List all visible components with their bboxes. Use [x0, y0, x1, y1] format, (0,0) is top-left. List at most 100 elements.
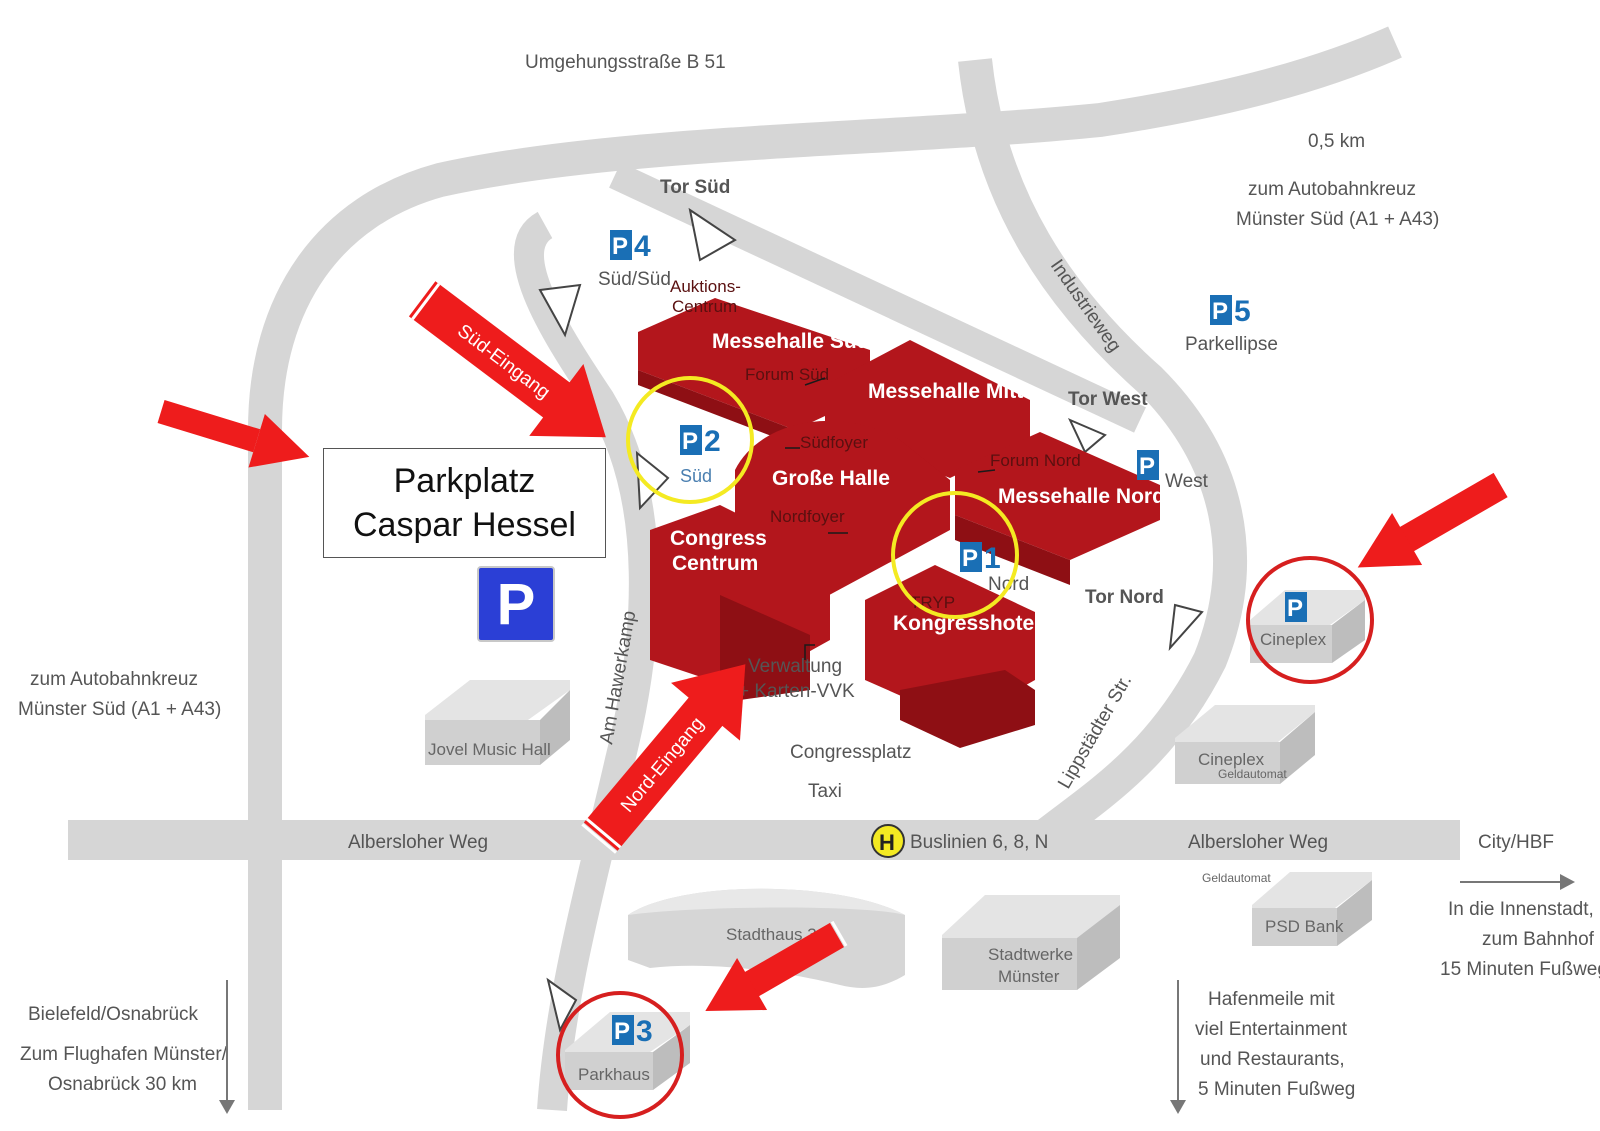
label-auktions-2: Centrum — [672, 297, 737, 316]
arrow-city-hbf-head — [1560, 874, 1575, 890]
label-autobahn-right-2: Münster Süd (A1 + A43) — [1236, 209, 1439, 230]
label-taxi: Taxi — [808, 781, 842, 802]
foyer-pointers — [785, 377, 996, 660]
arrow-sued-tail-1 — [405, 278, 435, 316]
arrow-west-shaft — [157, 400, 261, 453]
cineplex-p-letter-box — [1285, 592, 1307, 622]
arrow-p3-head — [705, 958, 768, 1011]
p1-number: 1 — [984, 542, 1001, 575]
arrow-p3-tail — [830, 920, 848, 947]
label-hafen-4: 5 Minuten Fußweg — [1198, 1079, 1355, 1100]
parking-p2: P 2 Süd — [680, 425, 721, 486]
label-autobahn-left-2: Münster Süd (A1 + A43) — [18, 699, 221, 720]
red-circle-cineplex — [1246, 556, 1374, 684]
bus-stop: H Buslinien 6, 8, N — [871, 824, 1048, 858]
label-auktions-1: Auktions- — [670, 277, 741, 296]
parking-west: P West — [1137, 450, 1209, 492]
arrow-east-shaft — [1398, 472, 1508, 553]
p3-number: 3 — [636, 1015, 653, 1048]
gate-label-nord: Tor Nord — [1085, 587, 1164, 608]
gate-triangle-nord — [1168, 603, 1204, 652]
hall-nord-side — [955, 515, 1070, 585]
label-stadtwerke-1: Stadtwerke — [988, 945, 1073, 964]
arrow-p3 — [705, 920, 848, 1011]
label-congress-2: Centrum — [672, 552, 758, 575]
parkplatz-line2: Caspar Hessel — [353, 506, 576, 544]
hall-nord — [955, 432, 1160, 560]
hall-auktions-sued-side — [638, 370, 795, 445]
label-hafen-1: Hafenmeile mit — [1208, 989, 1335, 1010]
parking-sign-icon: P — [477, 566, 555, 642]
bus-stop-icon — [871, 824, 905, 858]
label-km: 0,5 km — [1308, 131, 1365, 152]
label-congress-1: Congress — [670, 527, 767, 550]
bld-cineplex-p-top — [1250, 590, 1365, 625]
bld-stadtwerke-top — [942, 895, 1120, 938]
pointer-forum-nord — [977, 469, 996, 473]
bld-cineplex-top — [1175, 705, 1315, 742]
label-suedfoyer: Südfoyer — [800, 433, 868, 452]
arrow-west — [151, 396, 310, 468]
gate-triangle-sued — [688, 207, 737, 262]
p3-letter: P — [614, 1018, 630, 1045]
p5-letter: P — [1212, 298, 1228, 325]
road-tor-sued — [609, 162, 1146, 433]
label-innenstadt-3: 15 Minuten Fußweg — [1440, 959, 1600, 980]
bld-stadtwerke-side — [1077, 905, 1120, 990]
label-nordfoyer: Nordfoyer — [770, 507, 845, 526]
arrow-west-head — [248, 413, 310, 468]
label-hafen-3: und Restaurants, — [1200, 1049, 1345, 1070]
bld-psd-front — [1252, 908, 1337, 946]
label-bielefeld: Bielefeld/Osnabrück — [28, 1004, 199, 1025]
pwest-sub: West — [1165, 471, 1209, 492]
label-cineplex-bottom: Cineplex — [1198, 750, 1265, 769]
label-verwaltung-1: Verwaltung — [748, 656, 842, 677]
label-congressplatz: Congressplatz — [790, 742, 911, 763]
p2-number: 2 — [704, 425, 721, 458]
arrow-down-left-head — [219, 1100, 235, 1114]
p4-sub: Süd/Süd — [598, 269, 671, 290]
bld-p3-front — [565, 1052, 653, 1090]
label-kongresshotel: Kongresshotel — [893, 612, 1040, 635]
label-grosse-halle: Große Halle — [772, 467, 890, 490]
arrow-down-hafen-head — [1170, 1100, 1186, 1114]
bld-psd-side — [1337, 880, 1372, 946]
bus-stop-letter: H — [879, 830, 895, 855]
label-geldautomat-2: Geldautomat — [1202, 871, 1271, 885]
p1-letter: P — [962, 545, 978, 572]
label-innenstadt-2: zum Bahnhof — [1482, 929, 1595, 950]
arrow-east-head — [1357, 513, 1423, 568]
pointer-forum-sued — [804, 377, 826, 386]
hall-auktions-sued — [638, 298, 870, 430]
buildings: Jovel Music Hall Cineplex Geldautomat P … — [425, 590, 1372, 1090]
arrow-nord-tail-2 — [585, 817, 622, 849]
arrow-nord-shaft — [583, 696, 724, 851]
road-umgehung-b51 — [248, 26, 1402, 1110]
label-forum-nord: Forum Nord — [990, 451, 1081, 470]
gate-label-west: Tor West — [1068, 389, 1148, 410]
highlight-circles — [556, 376, 1374, 1119]
road-am-hawerkamp — [514, 211, 659, 1112]
road-label-umgehung: Umgehungsstraße B 51 — [525, 52, 726, 73]
bld-jovel-side — [540, 690, 570, 765]
arrow-east-tail — [1494, 470, 1512, 497]
arrow-nord-tail-1 — [581, 823, 617, 854]
parking-p5: P 5 Parkellipse — [1185, 295, 1278, 355]
parkplatz-line1: Parkplatz — [393, 462, 536, 500]
red-circle-p3 — [556, 991, 684, 1119]
road-label-albersloher-right: Albersloher Weg — [1188, 832, 1328, 853]
label-city-hbf: City/HBF — [1478, 832, 1554, 853]
label-messehalle-mitte: Messehalle Mitte — [868, 380, 1035, 403]
bld-jovel-top — [425, 680, 570, 720]
parking-p4: P 4 Süd/Süd — [598, 230, 671, 290]
road-network — [68, 26, 1460, 1112]
label-psd: PSD Bank — [1265, 917, 1344, 936]
label-flughafen-2: Osnabrück 30 km — [48, 1074, 197, 1095]
bld-stadtwerke-front — [942, 938, 1077, 990]
bld-cineplex-front — [1175, 742, 1280, 784]
p1-letter-box — [960, 542, 982, 572]
label-autobahn-left-1: zum Autobahnkreuz — [30, 669, 198, 690]
label-p3-parkhaus: Parkhaus — [578, 1065, 650, 1084]
label-innenstadt-1: In die Innenstadt, — [1448, 899, 1594, 920]
